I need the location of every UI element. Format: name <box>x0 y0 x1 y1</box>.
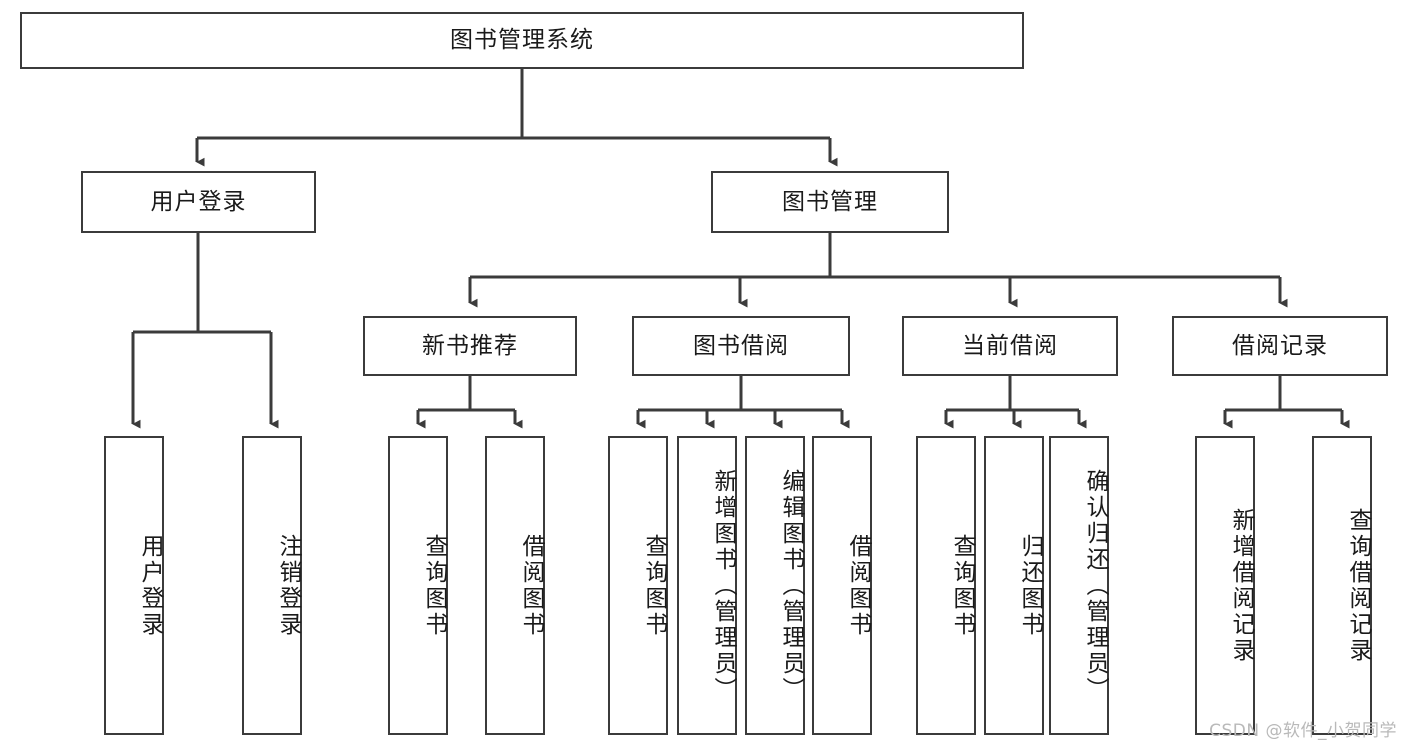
node-current-borrow-label: 当前借阅 <box>962 332 1058 359</box>
node-leaf-query-book-3-label: 查询图书 <box>949 533 975 638</box>
node-leaf-user-login[interactable]: 用户登录 <box>104 436 164 735</box>
node-leaf-borrow-book-2[interactable]: 借阅图书 <box>812 436 872 735</box>
node-book-manage[interactable]: 图书管理 <box>711 171 949 233</box>
node-leaf-query-book-3[interactable]: 查询图书 <box>916 436 976 735</box>
node-user-login[interactable]: 用户登录 <box>81 171 316 233</box>
node-new-book-recommend[interactable]: 新书推荐 <box>363 316 577 376</box>
node-leaf-query-book-1-label: 查询图书 <box>421 533 447 638</box>
node-leaf-edit-book-label: 编辑图书（管理员） <box>778 468 804 703</box>
node-leaf-add-book[interactable]: 新增图书（管理员） <box>677 436 737 735</box>
node-leaf-query-book-2-label: 查询图书 <box>641 533 667 638</box>
node-leaf-user-login-label: 用户登录 <box>137 533 163 638</box>
node-leaf-logout-login[interactable]: 注销登录 <box>242 436 302 735</box>
node-leaf-return-book[interactable]: 归还图书 <box>984 436 1044 735</box>
node-leaf-borrow-book-1[interactable]: 借阅图书 <box>485 436 545 735</box>
node-user-login-label: 用户登录 <box>150 188 247 215</box>
node-leaf-edit-book[interactable]: 编辑图书（管理员） <box>745 436 805 735</box>
node-current-borrow[interactable]: 当前借阅 <box>902 316 1118 376</box>
node-leaf-confirm-return[interactable]: 确认归还（管理员） <box>1049 436 1109 735</box>
node-leaf-query-record[interactable]: 查询借阅记录 <box>1312 436 1372 735</box>
node-leaf-query-book-1[interactable]: 查询图书 <box>388 436 448 735</box>
node-leaf-logout-login-label: 注销登录 <box>275 533 301 638</box>
node-leaf-query-book-2[interactable]: 查询图书 <box>608 436 668 735</box>
node-new-book-recommend-label: 新书推荐 <box>422 332 518 359</box>
node-leaf-add-record[interactable]: 新增借阅记录 <box>1195 436 1255 735</box>
node-book-manage-label: 图书管理 <box>782 188 878 215</box>
node-leaf-add-book-label: 新增图书（管理员） <box>710 468 736 703</box>
node-leaf-confirm-return-label: 确认归还（管理员） <box>1082 468 1108 703</box>
node-leaf-return-book-label: 归还图书 <box>1017 533 1043 638</box>
node-root-system[interactable]: 图书管理系统 <box>20 12 1024 69</box>
node-borrow-record-label: 借阅记录 <box>1232 332 1328 359</box>
watermark-credit: CSDN @软件_小贺同学 <box>1209 721 1397 741</box>
node-leaf-query-record-label: 查询借阅记录 <box>1345 507 1371 664</box>
node-root-system-label: 图书管理系统 <box>450 27 594 53</box>
node-book-borrow-label: 图书借阅 <box>693 332 789 359</box>
node-leaf-borrow-book-2-label: 借阅图书 <box>845 533 871 638</box>
node-borrow-record[interactable]: 借阅记录 <box>1172 316 1388 376</box>
node-leaf-borrow-book-1-label: 借阅图书 <box>518 533 544 638</box>
node-book-borrow[interactable]: 图书借阅 <box>632 316 850 376</box>
node-leaf-add-record-label: 新增借阅记录 <box>1228 507 1254 664</box>
